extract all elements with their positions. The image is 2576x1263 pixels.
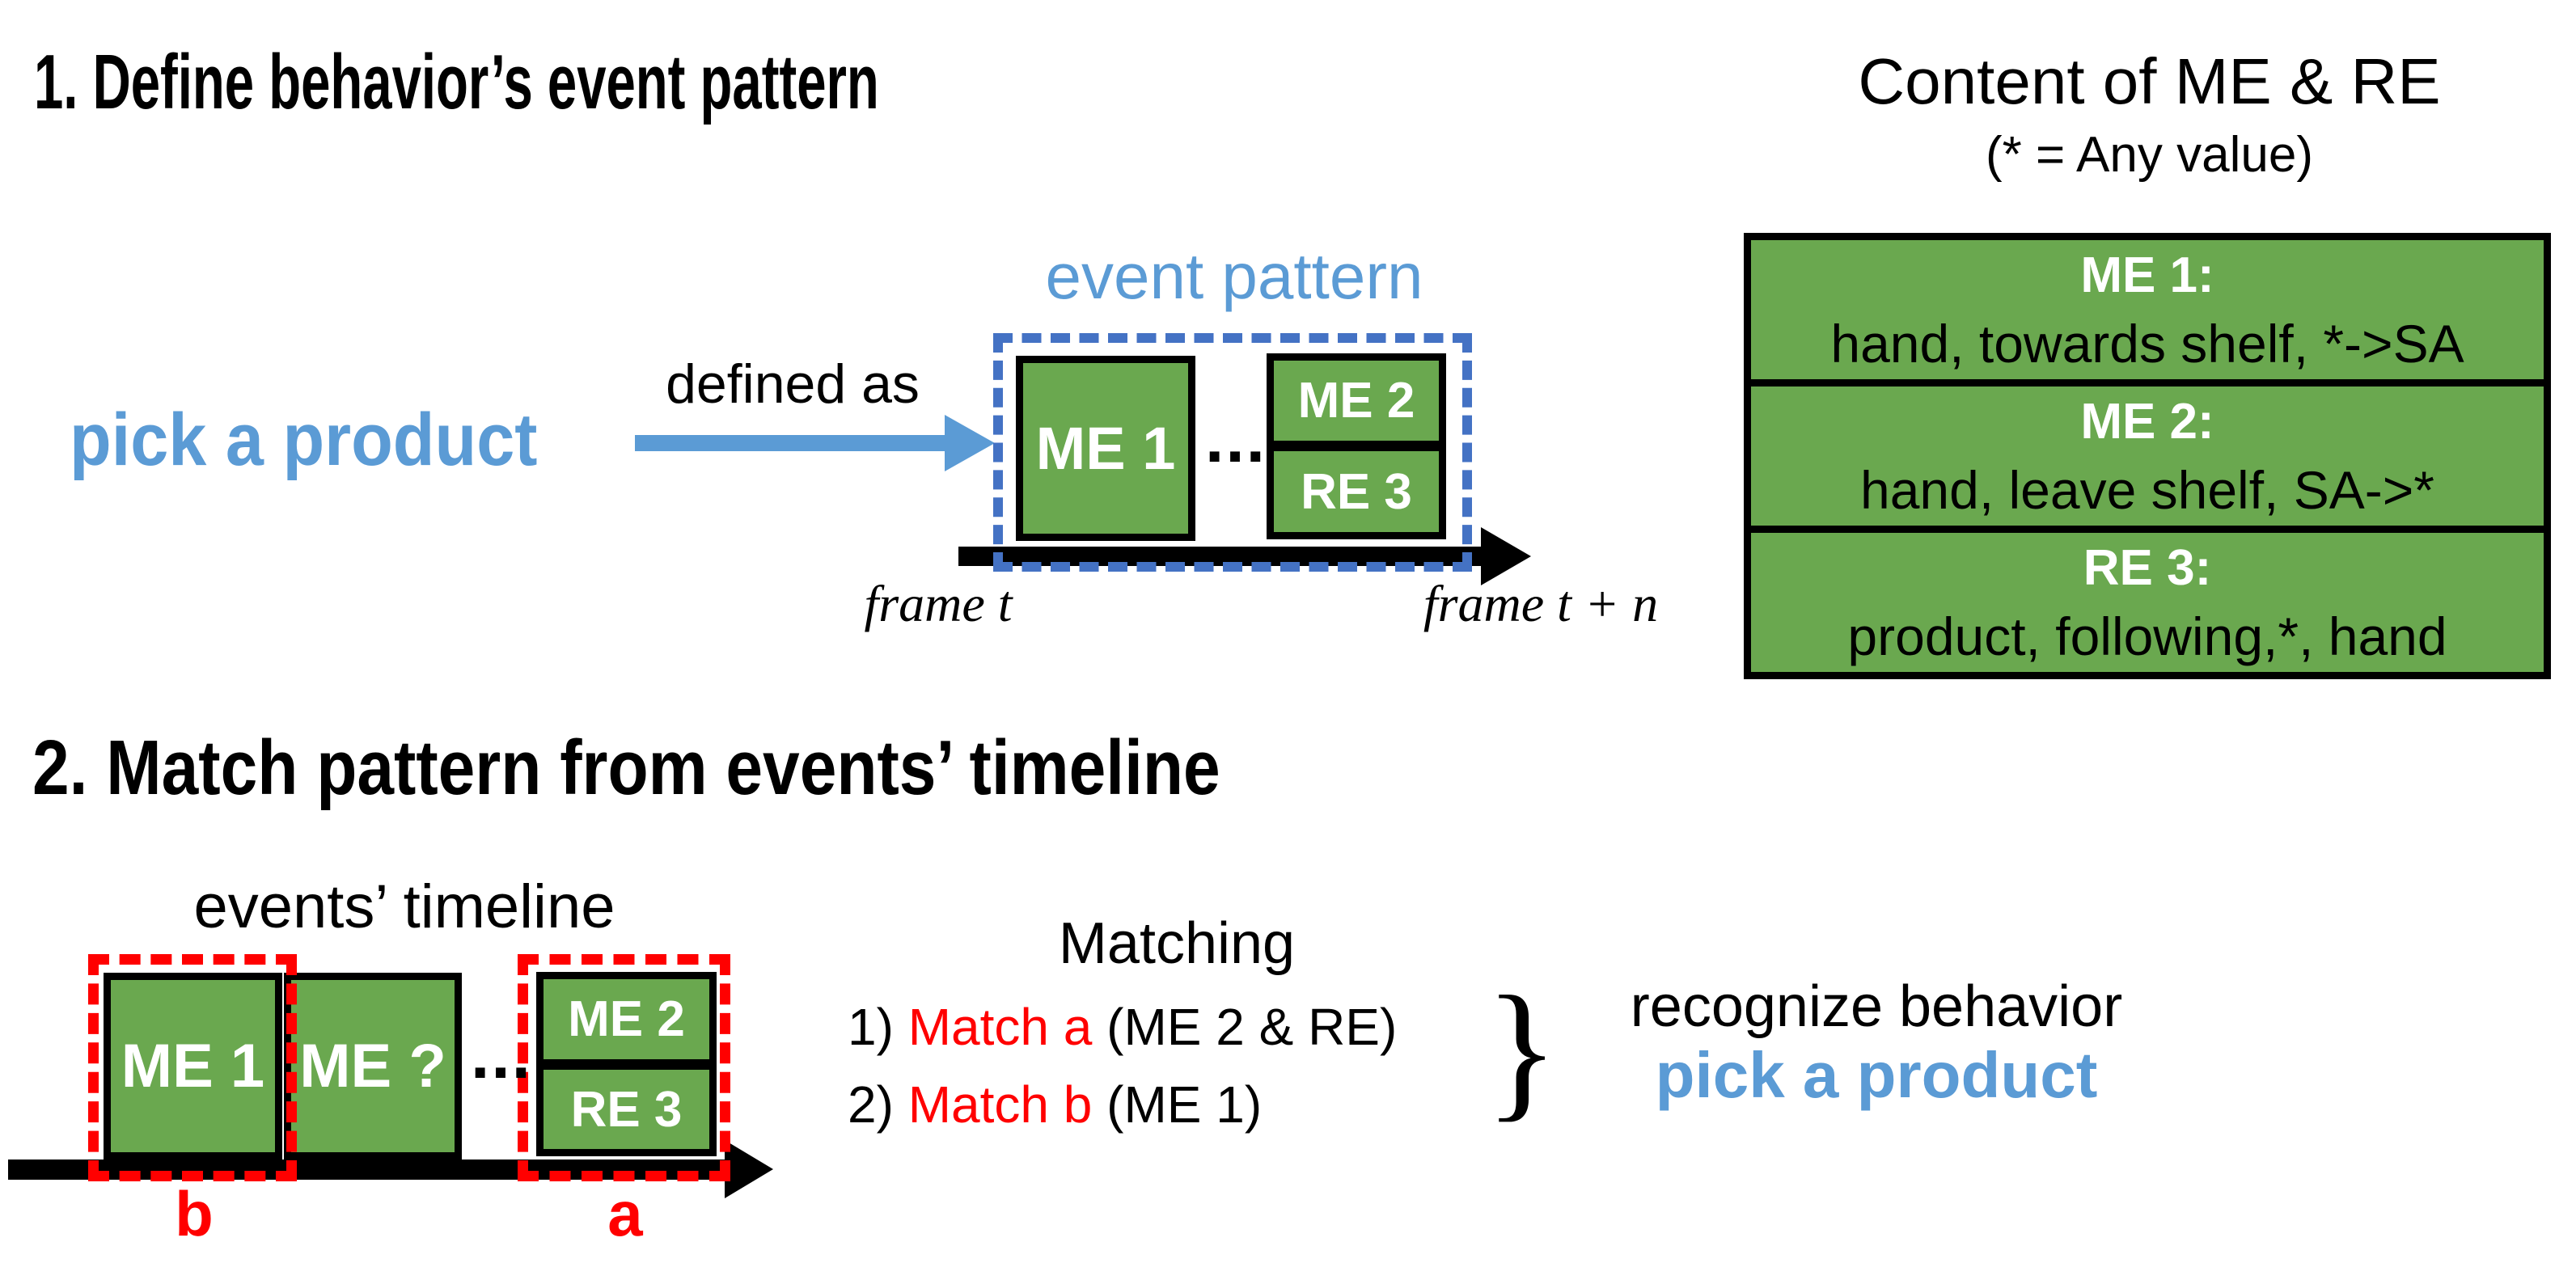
pattern-timeline-arrow-icon (1481, 527, 1531, 585)
matching-step-1: 1) Match a (ME 2 & RE) (848, 988, 1397, 1066)
content-table-title: Content of ME & RE (1858, 45, 2441, 117)
table-row-re3: RE 3: product, following,*, hand (1751, 526, 2544, 672)
frame-t-label: frame t (864, 575, 1013, 632)
table-row-me2-value: hand, leave shelf, SA->* (1860, 460, 2434, 520)
timeline-box-me-unknown-label: ME ? (299, 1032, 446, 1100)
content-table-subtitle: (* = Any value) (1986, 127, 2313, 183)
matching-step-2: 2) Match b (ME 1) (848, 1066, 1397, 1143)
timeline-box-me-unknown: ME ? (284, 973, 462, 1160)
table-row-me2: ME 2: hand, leave shelf, SA->* (1751, 379, 2544, 526)
recognize-behavior-label: recognize behavior (1630, 974, 2123, 1039)
matching-step-2-match: Match b (907, 1075, 1093, 1134)
pattern-box-me1: ME 1 (1016, 356, 1195, 541)
pattern-ellipsis: ... (1204, 400, 1267, 476)
defined-as-arrow-head-icon (945, 415, 995, 471)
behavior-label-pick-a-product: pick a product (70, 399, 538, 481)
pattern-box-me2-label: ME 2 (1297, 373, 1415, 429)
matching-step-2-number: 2) (848, 1075, 908, 1134)
content-table: ME 1: hand, towards shelf, *->SA ME 2: h… (1744, 233, 2551, 679)
match-region-a-label: a (607, 1178, 643, 1249)
events-timeline-label: events’ timeline (193, 872, 615, 941)
match-region-b-label: b (175, 1178, 214, 1249)
pattern-box-me1-label: ME 1 (1035, 415, 1176, 482)
curly-brace-icon: } (1485, 965, 1559, 1135)
table-row-re3-header: RE 3: (2083, 540, 2212, 596)
table-row-me1-value: hand, towards shelf, *->SA (1830, 314, 2464, 374)
pattern-box-re3: RE 3 (1267, 444, 1446, 539)
pattern-box-me2: ME 2 (1267, 353, 1446, 448)
table-row-me1: ME 1: hand, towards shelf, *->SA (1751, 240, 2544, 379)
matching-step-2-detail: (ME 1) (1092, 1075, 1263, 1134)
defined-as-label: defined as (666, 353, 920, 415)
matching-title: Matching (1058, 911, 1296, 976)
table-row-re3-value: product, following,*, hand (1847, 606, 2447, 666)
table-row-me1-header: ME 1: (2080, 247, 2214, 303)
section1-title: 1. Define behavior’s event pattern (34, 39, 879, 125)
timeline-box-me1: ME 1 (104, 973, 282, 1160)
timeline-box-me2: ME 2 (536, 972, 717, 1067)
matching-step-1-detail: (ME 2 & RE) (1092, 998, 1398, 1056)
pattern-box-re3-label: RE 3 (1301, 463, 1412, 520)
frame-t-plus-n-label: frame t + n (1423, 575, 1659, 632)
timeline-box-re3-label: RE 3 (570, 1081, 683, 1138)
timeline-ellipsis: ... (470, 1016, 532, 1092)
result-behavior-pick-a-product: pick a product (1655, 1039, 2098, 1111)
events-timeline-arrow-icon (725, 1140, 773, 1198)
table-row-me2-header: ME 2: (2080, 394, 2214, 450)
matching-step-1-number: 1) (848, 998, 908, 1056)
matching-steps: 1) Match a (ME 2 & RE) 2) Match b (ME 1) (848, 988, 1397, 1143)
match-region-b-dashed-box (88, 954, 297, 1181)
defined-as-arrow-shaft (635, 435, 945, 451)
event-pattern-label: event pattern (1045, 240, 1423, 312)
timeline-box-me2-label: ME 2 (568, 991, 685, 1047)
section2-title: 2. Match pattern from events’ timeline (32, 724, 1220, 811)
timeline-box-re3: RE 3 (536, 1062, 717, 1156)
matching-step-1-match: Match a (907, 998, 1093, 1056)
event-pattern-dashed-box (993, 333, 1472, 572)
timeline-box-me1-label: ME 1 (121, 1032, 265, 1100)
match-region-a-dashed-box (518, 954, 730, 1181)
